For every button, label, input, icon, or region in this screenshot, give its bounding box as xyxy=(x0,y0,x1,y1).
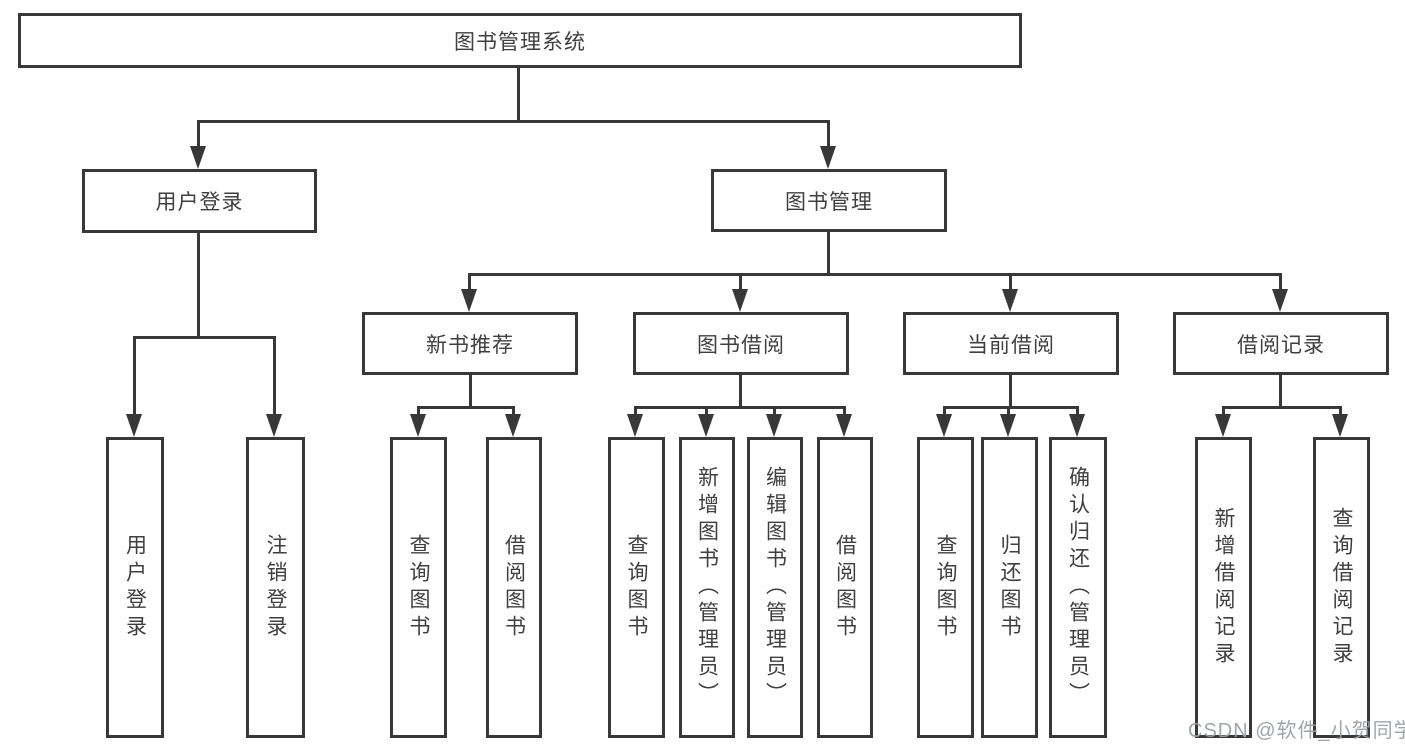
arrowhead-br-add xyxy=(1215,414,1231,437)
leaf-br-query-record: 查询借阅记录 xyxy=(1313,437,1370,738)
connector-current-borrow-drop-1 xyxy=(943,406,946,415)
connector-user-login-drop-1 xyxy=(133,336,136,415)
connector-root-stub xyxy=(517,68,520,120)
node-borrow-records: 借阅记录 xyxy=(1173,312,1389,375)
connector-borrow-record-drop-2 xyxy=(1339,406,1342,415)
connector-level1-drop-right xyxy=(827,120,830,148)
connector-level2-drop-4 xyxy=(1279,273,1282,290)
connector-level2-drop-3 xyxy=(1009,273,1012,290)
connector-book-borrow-drop-1 xyxy=(634,406,637,415)
connector-borrow-record-bar xyxy=(1222,406,1342,409)
leaf-cb-confirm-return-admin: 确认归还（管理员） xyxy=(1049,437,1107,738)
watermark: CSDN @软件_小贺同学 xyxy=(1188,720,1405,742)
arrowhead-borrow-records xyxy=(1272,289,1288,312)
connector-new-book-bar xyxy=(417,406,515,409)
connector-new-book-drop-2 xyxy=(512,406,515,415)
leaf-bb-edit-books-admin: 编辑图书（管理员） xyxy=(747,437,803,738)
connector-book-borrow-drop-4 xyxy=(843,406,846,415)
connector-level1-bar xyxy=(197,120,830,123)
arrowhead-cb-query xyxy=(936,414,952,437)
connector-borrow-record-drop-1 xyxy=(1222,406,1225,415)
arrowhead-new-book-recommend xyxy=(461,289,477,312)
connector-new-book-stub xyxy=(469,375,472,406)
arrowhead-current-borrow xyxy=(1002,289,1018,312)
connector-user-login-stub xyxy=(197,233,200,336)
arrowhead-book-management xyxy=(820,146,836,169)
node-current-borrow: 当前借阅 xyxy=(903,312,1119,375)
leaf-user-login: 用户登录 xyxy=(106,437,164,738)
connector-current-borrow-drop-2 xyxy=(1007,406,1010,415)
connector-level2-bar xyxy=(468,273,1282,276)
leaf-nbr-borrow-books: 借阅图书 xyxy=(486,437,542,738)
connector-current-borrow-stub xyxy=(1009,375,1012,406)
connector-current-borrow-bar xyxy=(943,406,1079,409)
connector-book-borrow-drop-2 xyxy=(705,406,708,415)
connector-book-borrow-drop-3 xyxy=(773,406,776,415)
arrowhead-nbr-borrow xyxy=(505,414,521,437)
arrowhead-bb-query xyxy=(627,414,643,437)
arrowhead-logout-leaf xyxy=(266,414,282,437)
connector-user-login-drop-2 xyxy=(273,336,276,415)
connector-current-borrow-drop-3 xyxy=(1076,406,1079,415)
connector-book-borrow-bar xyxy=(634,406,846,409)
leaf-nbr-query-books: 查询图书 xyxy=(390,437,447,738)
arrowhead-login-leaf xyxy=(126,414,142,437)
connector-level1-drop-left xyxy=(197,120,200,148)
leaf-bb-borrow-books: 借阅图书 xyxy=(817,437,873,738)
arrowhead-br-query xyxy=(1332,414,1348,437)
arrowhead-nbr-query xyxy=(410,414,426,437)
node-user-login: 用户登录 xyxy=(82,169,317,233)
connector-book-borrow-stub xyxy=(739,375,742,406)
connector-new-book-drop-1 xyxy=(417,406,420,415)
leaf-cb-return-books: 归还图书 xyxy=(981,437,1038,738)
arrowhead-user-login xyxy=(190,146,206,169)
node-book-management: 图书管理 xyxy=(711,169,947,232)
node-new-book-recommend: 新书推荐 xyxy=(362,312,578,375)
connector-level2-drop-1 xyxy=(468,273,471,290)
arrowhead-bb-add xyxy=(698,414,714,437)
arrowhead-book-borrow xyxy=(732,289,748,312)
connector-borrow-record-stub xyxy=(1279,375,1282,406)
node-book-borrow: 图书借阅 xyxy=(633,312,849,375)
arrowhead-cb-confirm xyxy=(1069,414,1085,437)
connector-user-login-bar xyxy=(133,336,276,339)
leaf-cb-query-books: 查询图书 xyxy=(917,437,974,738)
leaf-logout: 注销登录 xyxy=(246,437,305,738)
connector-book-mgmt-stub xyxy=(827,232,830,273)
leaf-bb-add-books-admin: 新增图书（管理员） xyxy=(679,437,735,738)
leaf-br-add-record: 新增借阅记录 xyxy=(1195,437,1252,738)
arrowhead-cb-return xyxy=(1000,414,1016,437)
leaf-bb-query-books: 查询图书 xyxy=(608,437,665,738)
arrowhead-bb-borrow xyxy=(836,414,852,437)
connector-level2-drop-2 xyxy=(739,273,742,290)
arrowhead-bb-edit xyxy=(766,414,782,437)
node-root-title: 图书管理系统 xyxy=(18,13,1022,68)
